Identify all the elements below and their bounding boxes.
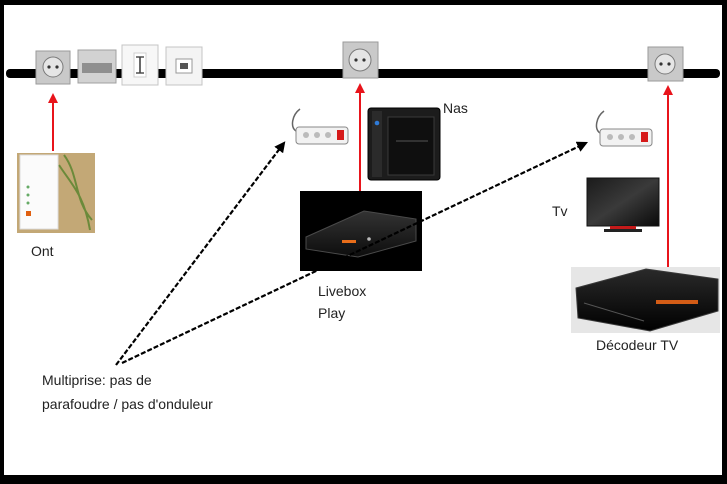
multiprise-label-line2: parafoudre / pas d'onduleur: [42, 396, 213, 412]
multiprise-label-line1: Multiprise: pas de: [42, 372, 152, 388]
livebox-label-line2: Play: [318, 305, 346, 321]
decodeur-label: Décodeur TV: [596, 337, 679, 353]
power-outlet-icon: [35, 50, 71, 85]
tv-label: Tv: [552, 203, 568, 219]
tv-icon: [586, 177, 660, 232]
ont-box-icon: [17, 153, 95, 233]
power-strip-icon: [595, 110, 653, 147]
nas-label: Nas: [443, 100, 468, 116]
ont-label: Ont: [31, 243, 54, 259]
light-switch-icon: [121, 44, 159, 86]
diagram-canvas: Ont Nas Livebox Play Tv Décodeur TV Mult…: [4, 5, 722, 475]
power-outlet-icon: [342, 41, 379, 79]
network-diagram: [6, 41, 720, 366]
wall-box-icon: [77, 49, 117, 84]
livebox-icon: [300, 191, 422, 271]
power-outlet-icon: [647, 46, 684, 82]
nas-icon: [367, 107, 441, 181]
multiprise-link-1: [115, 141, 286, 366]
decodeur-icon: [571, 267, 720, 333]
ethernet-socket-icon: [165, 46, 203, 86]
power-strip-icon: [291, 108, 349, 145]
livebox-label-line1: Livebox: [318, 283, 367, 299]
multiprise-link-2: [121, 141, 588, 364]
